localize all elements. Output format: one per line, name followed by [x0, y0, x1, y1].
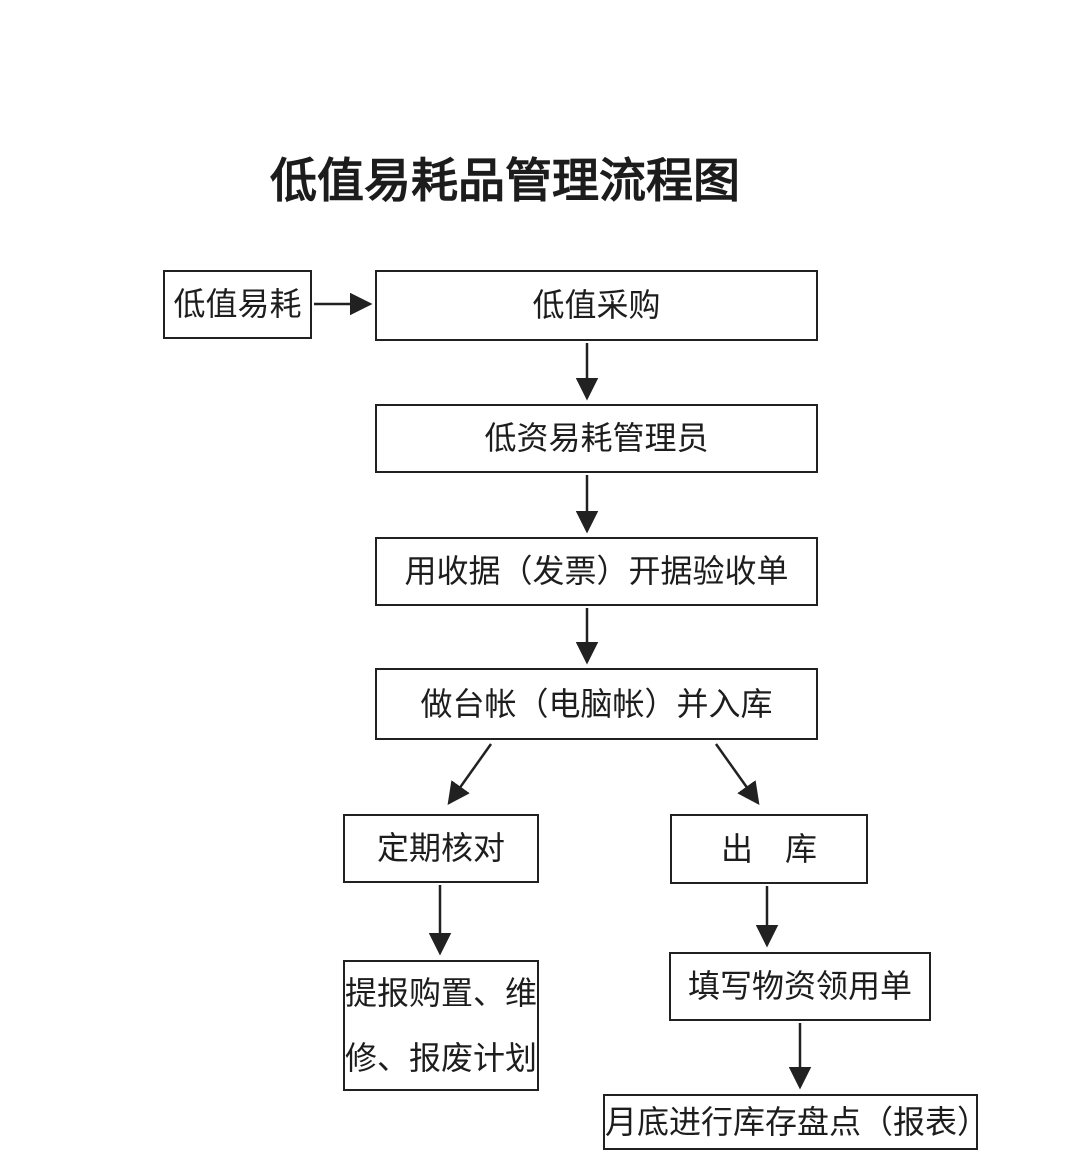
node-purchase: 低值采购: [375, 270, 818, 341]
node-periodic-check: 定期核对: [343, 814, 539, 883]
node-receipt: 用收据（发票）开据验收单: [375, 537, 818, 606]
node-start: 低值易耗: [163, 270, 312, 339]
node-ledger: 做台帐（电脑帐）并入库: [375, 668, 818, 740]
page-title: 低值易耗品管理流程图: [270, 156, 740, 208]
node-report-plan: 提报购置、维 修、报废计划: [343, 960, 539, 1091]
node-manager: 低资易耗管理员: [375, 404, 818, 473]
node-requisition: 填写物资领用单: [669, 952, 931, 1021]
node-outbound: 出 库: [670, 814, 868, 884]
edge-ledger-outbound: [714, 743, 760, 806]
node-monthly-inventory: 月底进行库存盘点（报表）: [603, 1094, 989, 1150]
edge-ledger-periodic-check: [447, 743, 493, 806]
